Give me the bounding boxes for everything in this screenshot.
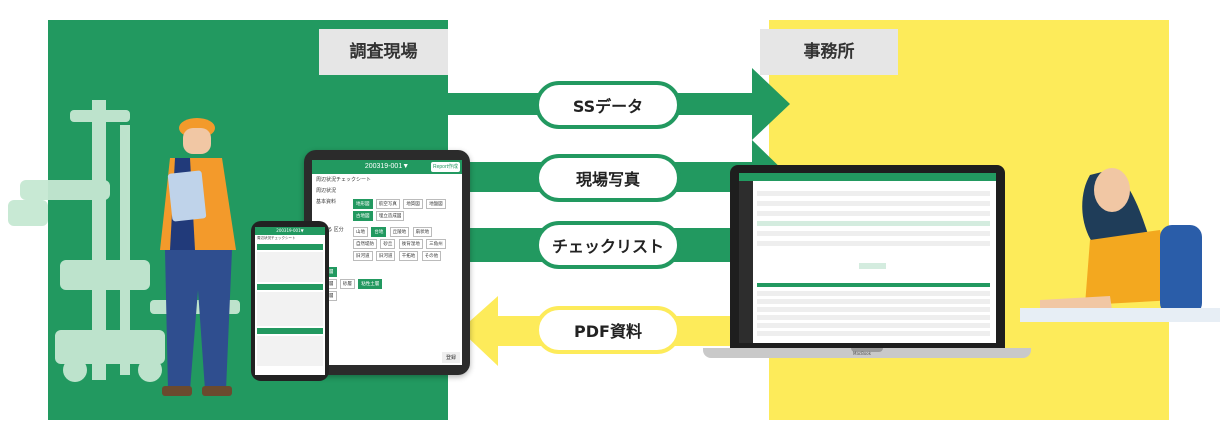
chip[interactable]: 航空写真 [375, 199, 400, 209]
table-row[interactable] [757, 299, 990, 304]
tablet-form-title: 周辺状況チェックシート [316, 177, 372, 183]
phone-checklist-block [257, 292, 323, 326]
chip[interactable]: 埋立造成図 [375, 211, 405, 221]
flow-label-checklist: チェックリスト [535, 221, 681, 269]
laptop-app-header [739, 173, 996, 181]
chip[interactable]: 旧河道 [375, 251, 396, 261]
office-label: 事務所 [760, 29, 898, 75]
table-row[interactable] [757, 307, 990, 312]
table-row[interactable] [757, 315, 990, 320]
laptop-brand: MacBook [853, 351, 872, 356]
flow-label-site-photos: 現場写真 [535, 154, 681, 202]
chip[interactable]: 地盤図 [426, 199, 446, 209]
table-row[interactable] [757, 331, 990, 336]
tablet-row-3: 沖積層 砂礫層 砂層 粘性土層 洪積層 [312, 264, 462, 304]
laptop-search-button[interactable] [859, 263, 886, 269]
office-worker-figure [1020, 168, 1220, 322]
table-row[interactable] [757, 291, 990, 296]
tablet-save-button[interactable]: 登録 [441, 352, 460, 363]
laptop-screen [739, 173, 996, 343]
phone-form-title: 周辺状況チェックシート [257, 236, 296, 240]
worker-figure [160, 118, 236, 396]
laptop-table-header [757, 283, 990, 287]
tablet-row-1: 基本資料 地形図 航空写真 地質図 地盤図 古地図 埋立造成図 [312, 196, 462, 224]
laptop-form-row [757, 211, 990, 216]
chip[interactable]: 砂層 [339, 279, 355, 289]
phone-section-bar [257, 328, 323, 334]
report-create-button[interactable]: Report作成 [430, 162, 460, 172]
tablet-header: 200319-001▼ Report作成 [312, 160, 462, 174]
chip[interactable]: 丘陵地 [389, 227, 410, 237]
chip[interactable]: 地形図 [353, 199, 373, 209]
tablet-screen: 200319-001▼ Report作成 周辺状況チェックシート 周辺状況 基本… [312, 160, 462, 365]
laptop-device [730, 165, 1005, 349]
chip[interactable]: 山地 [353, 227, 368, 237]
tablet-row-label-2: に よる 区分 [316, 227, 344, 233]
chip[interactable]: 台地 [371, 227, 387, 237]
site-label: 調査現場 [319, 29, 448, 75]
laptop-form-row [757, 201, 990, 206]
chip[interactable]: 後背湿地 [398, 239, 423, 249]
phone-screen: 200319-001▼ 周辺状況チェックシート [255, 227, 325, 375]
chip[interactable]: 砂丘 [380, 239, 396, 249]
table-row[interactable] [757, 323, 990, 328]
phone-checklist-block [257, 252, 323, 282]
tablet-section: 周辺状況 [316, 188, 337, 194]
laptop-form-row [757, 231, 990, 236]
flow-label-ss-data: SSデータ [535, 81, 681, 129]
phone-device: 200319-001▼ 周辺状況チェックシート [251, 221, 329, 381]
chip[interactable]: 扇状地 [412, 227, 433, 237]
drill-rig-icon [8, 100, 240, 382]
tablet-row-2: に よる 区分 山地 台地 丘陵地 扇状地 自然堤防 砂丘 後背湿地 三角州 旧… [312, 224, 462, 264]
flow-label-pdf: PDF資料 [535, 306, 681, 354]
laptop-form-row [757, 191, 990, 196]
phone-section-bar [257, 284, 323, 290]
laptop-form-row [757, 241, 990, 246]
chip[interactable]: 古地図 [353, 211, 373, 221]
chip[interactable]: 粘性土層 [358, 279, 383, 289]
laptop-sidebar [739, 181, 753, 343]
chip[interactable]: 自然堤防 [353, 239, 377, 249]
chip[interactable]: 干拓地 [398, 251, 419, 261]
tablet-record-selector[interactable]: 200319-001▼ [364, 163, 410, 170]
laptop-notch [851, 348, 883, 352]
chip[interactable]: 旧河道 [353, 251, 373, 261]
phone-header[interactable]: 200319-001▼ [255, 227, 325, 235]
chip[interactable]: その他 [421, 251, 442, 261]
laptop-form-row [757, 221, 990, 226]
laptop-base: MacBook [703, 348, 1031, 358]
tablet-row-label-1: 基本資料 [316, 199, 337, 205]
chip[interactable]: 地質図 [403, 199, 423, 209]
phone-section-bar [257, 244, 323, 250]
chip[interactable]: 三角州 [426, 239, 446, 249]
phone-checklist-block [257, 336, 323, 366]
tablet-device: 200319-001▼ Report作成 周辺状況チェックシート 周辺状況 基本… [304, 150, 470, 375]
